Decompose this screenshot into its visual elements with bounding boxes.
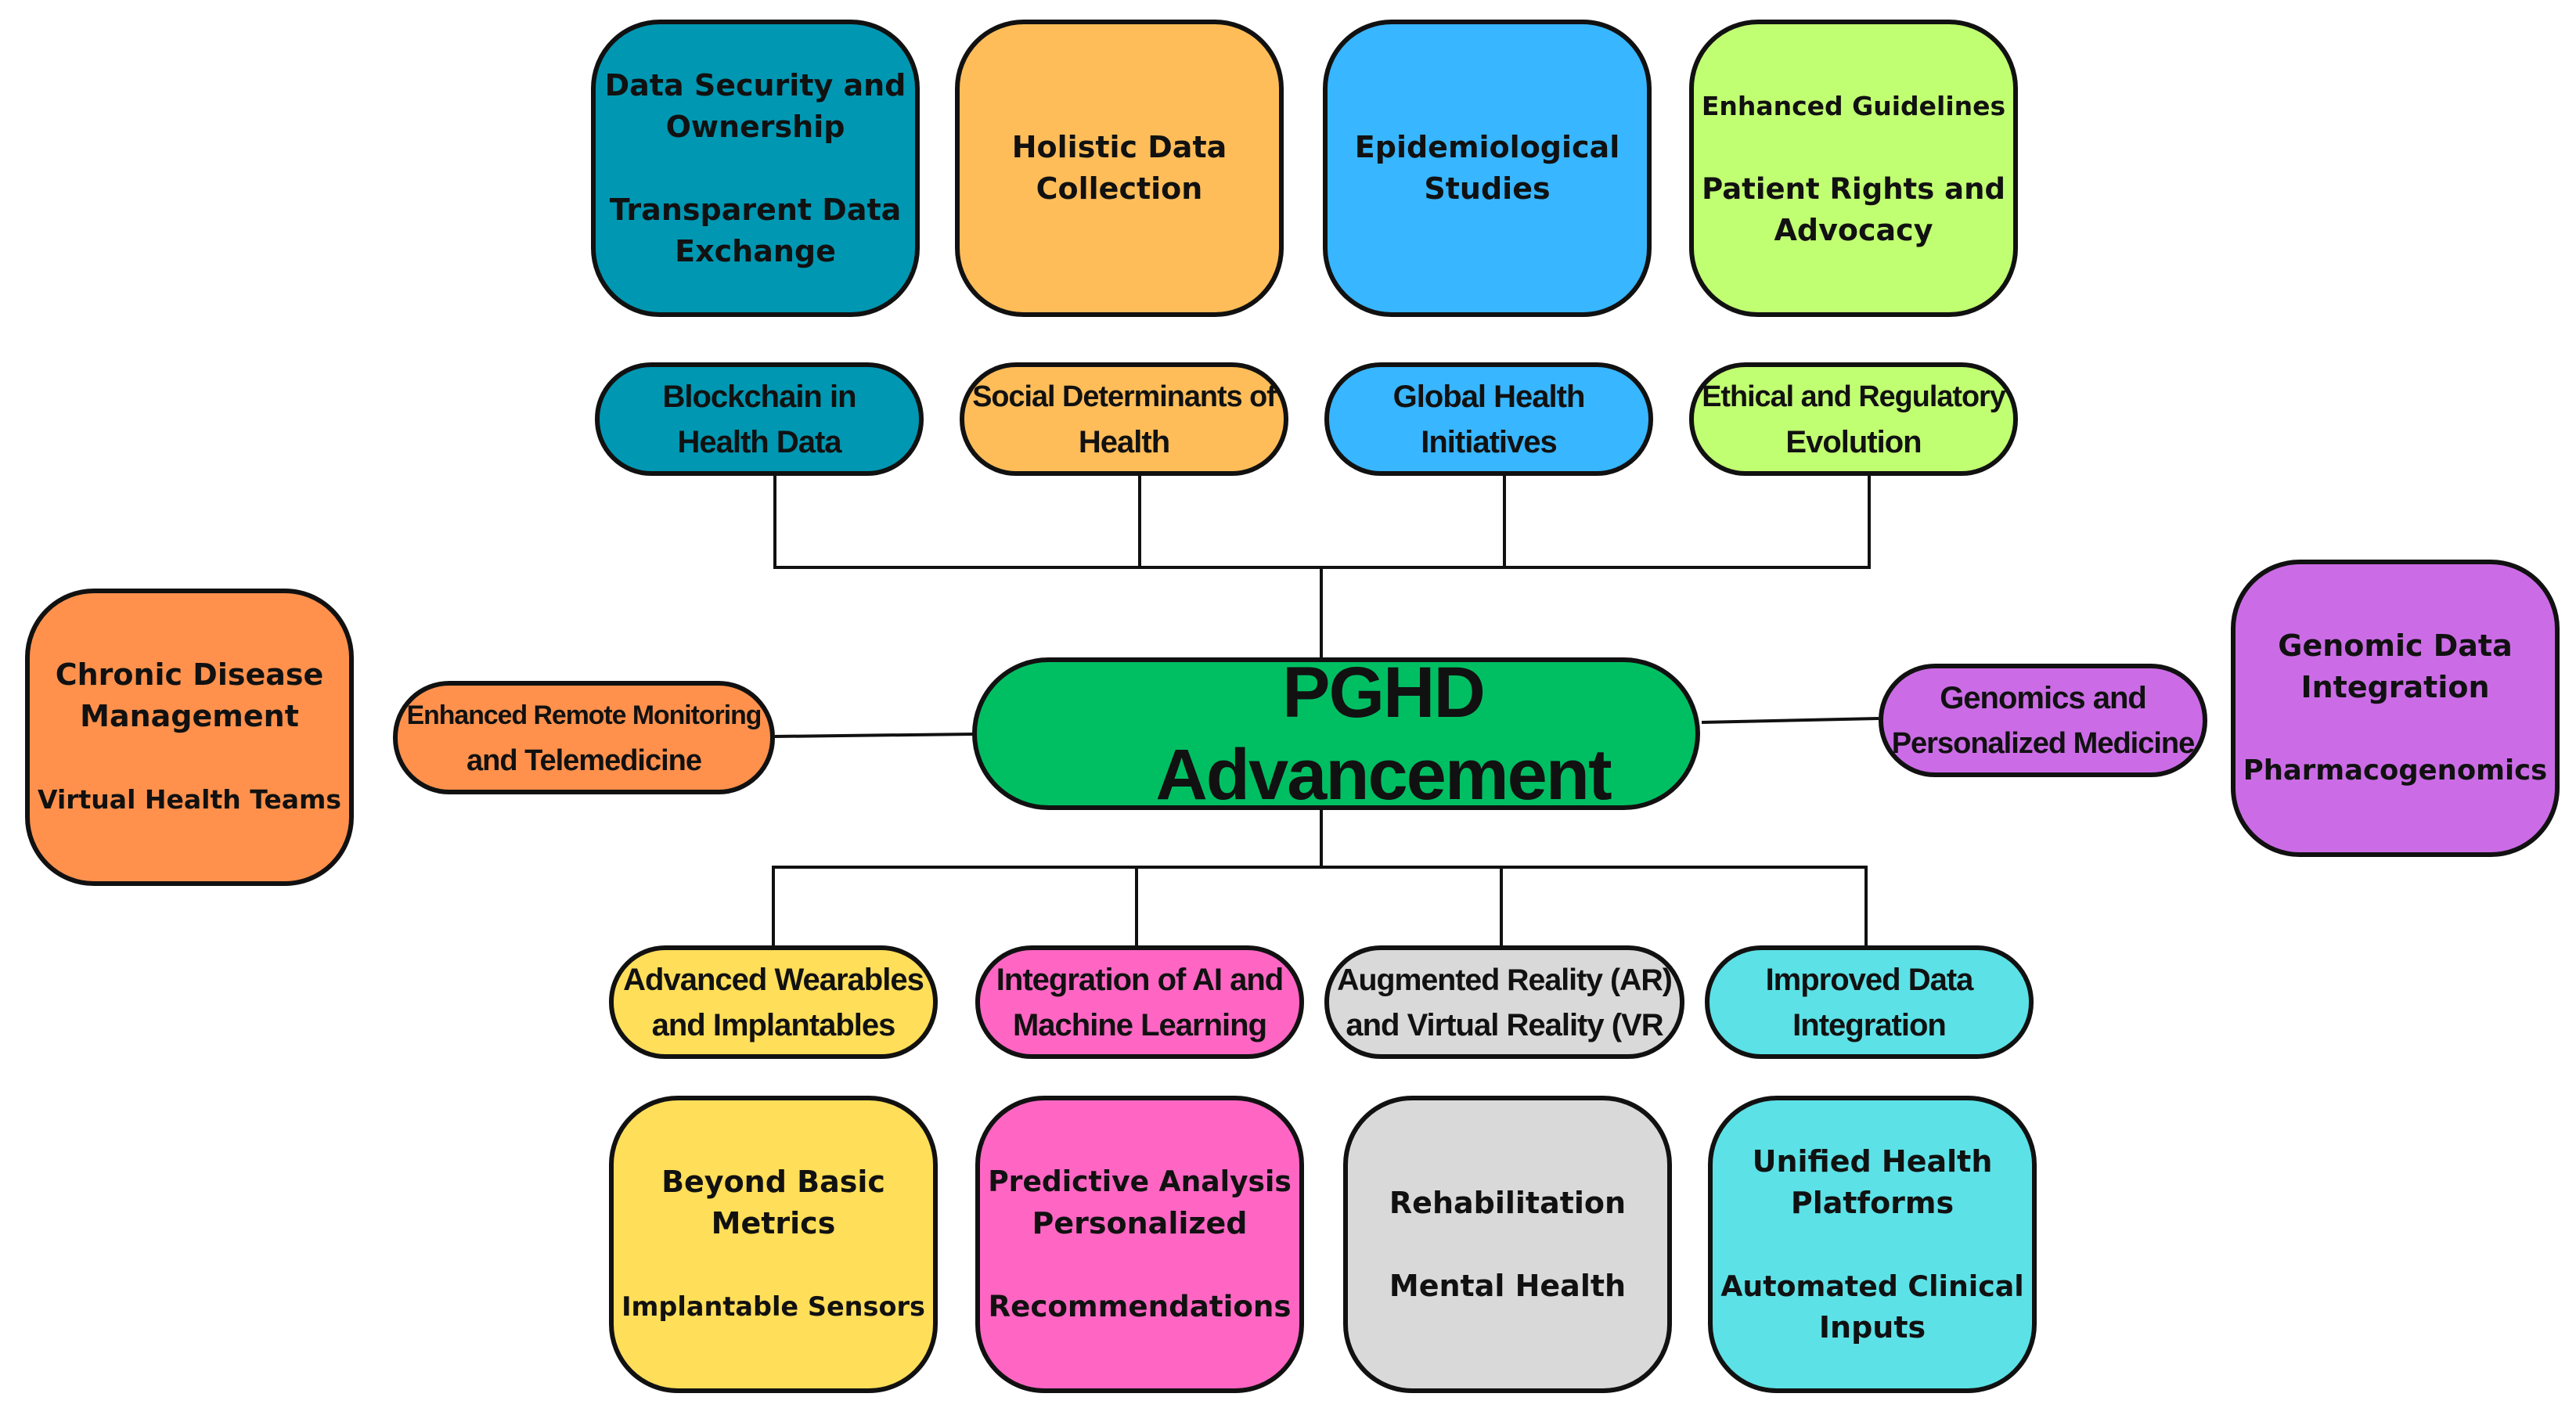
topic-text: Enhanced Remote Monitoring [406,700,762,730]
detail-text: Management [80,699,299,733]
detail-box-genomics: Genomic Data Integration Pharmacogenomic… [2231,560,2560,857]
detail-box-remote-monitoring: Chronic Disease Management Virtual Healt… [25,589,354,886]
detail-text: Automated Clinical [1720,1269,2024,1303]
detail-text: Data Security and [604,67,906,103]
topic-genomics-and-personalized-medicine: Genomics and Personalized Medicine [1879,664,2207,777]
detail-text: Exchange [675,233,836,268]
detail-text: Pharmacogenomics [2243,754,2548,787]
detail-text: Integration [2300,670,2490,704]
topic-text: Health Data [677,424,841,459]
detail-text: Advocacy [1774,213,1933,247]
detail-text: Transparent Data [609,192,902,227]
detail-box-data-integration: Unified Health Platforms Automated Clini… [1708,1096,2037,1393]
topic-integration-of-ai-and-machine-learning: Integration of AI and Machine Learning [975,945,1304,1059]
detail-text: Virtual Health Teams [37,784,342,815]
detail-box-wearables: Beyond Basic Metrics Implantable Sensors [609,1096,938,1393]
detail-text: Predictive Analysis [988,1165,1292,1198]
detail-text: Collection [1036,171,1203,206]
detail-text: Genomic Data [2278,628,2513,663]
topic-text: Genomics and [1940,680,2147,715]
center-node: PGHD Advancement [972,653,1700,815]
detail-text: Platforms [1790,1185,1955,1220]
detail-text: Holistic Data [1011,130,1227,164]
detail-box-global-health: Epidemiological Studies [1323,20,1652,317]
topic-text: Health [1078,424,1170,459]
topic-text: Machine Learning [1012,1007,1267,1042]
detail-text: Studies [1424,171,1551,206]
detail-box-ai-ml: Predictive Analysis Personalized Recomme… [975,1096,1304,1393]
topic-blockchain-in-health-data: Blockchain in Health Data [595,362,924,476]
topic-enhanced-remote-monitoring: Enhanced Remote Monitoring and Telemedic… [393,681,775,794]
detail-box-ar-vr: Rehabilitation Mental Health [1343,1096,1672,1393]
topic-text: Improved Data [1765,962,1974,997]
detail-text: Personalized [1032,1206,1248,1240]
topic-text: Integration [1792,1007,1947,1042]
detail-box-social-determinants: Holistic Data Collection [955,20,1284,317]
topic-text: Evolution [1785,424,1922,459]
detail-text: Metrics [711,1206,836,1240]
topic-text: Integration of AI and [996,962,1284,997]
topic-social-determinants-of-health: Social Determinants of Health [960,362,1288,476]
topic-text: Social Determinants of [972,380,1277,413]
topic-ethical-and-regulatory-evolution: Ethical and Regulatory Evolution [1689,362,2018,476]
detail-text: Unified Health [1752,1143,1993,1179]
detail-text: Inputs [1818,1309,1926,1345]
topic-text: Personalized Medicine [1891,726,2196,760]
center-node-label: PGHD Advancement [1155,652,1612,815]
topic-text: and Implantables [651,1007,896,1042]
detail-text: Mental Health [1389,1268,1627,1303]
detail-text: Chronic Disease [55,657,324,692]
topic-text: Augmented Reality (AR) [1337,962,1673,997]
topic-global-health-initiatives: Global Health Initiatives [1324,362,1653,476]
topic-text: Global Health [1392,379,1586,414]
detail-box-ethical-regulatory: Enhanced Guidelines Patient Rights and A… [1689,20,2018,317]
topic-text: Blockchain in [662,379,856,414]
topic-text: Ethical and Regulatory [1702,380,2006,413]
detail-text: Implantable Sensors [621,1291,925,1322]
topic-advanced-wearables-and-implantables: Advanced Wearables and Implantables [609,945,938,1059]
detail-text: Enhanced Guidelines [1701,91,2006,121]
detail-text: Recommendations [988,1289,1292,1323]
topic-text: Advanced Wearables [623,962,924,997]
detail-text: Epidemiological [1354,130,1620,164]
topic-text: and Telemedicine [466,744,702,777]
topic-improved-data-integration: Improved Data Integration [1705,945,2034,1059]
detail-box-blockchain: Data Security and Ownership Transparent … [591,20,920,317]
topic-text: and Virtual Reality (VR [1346,1007,1663,1042]
topic-augmented-and-virtual-reality: Augmented Reality (AR) and Virtual Reali… [1324,945,1684,1059]
detail-text: Patient Rights and [1702,172,2005,206]
detail-text: Ownership [665,109,845,144]
topic-text: Initiatives [1421,424,1558,459]
detail-text: Beyond Basic [661,1165,885,1199]
detail-text: Rehabilitation [1389,1185,1627,1220]
